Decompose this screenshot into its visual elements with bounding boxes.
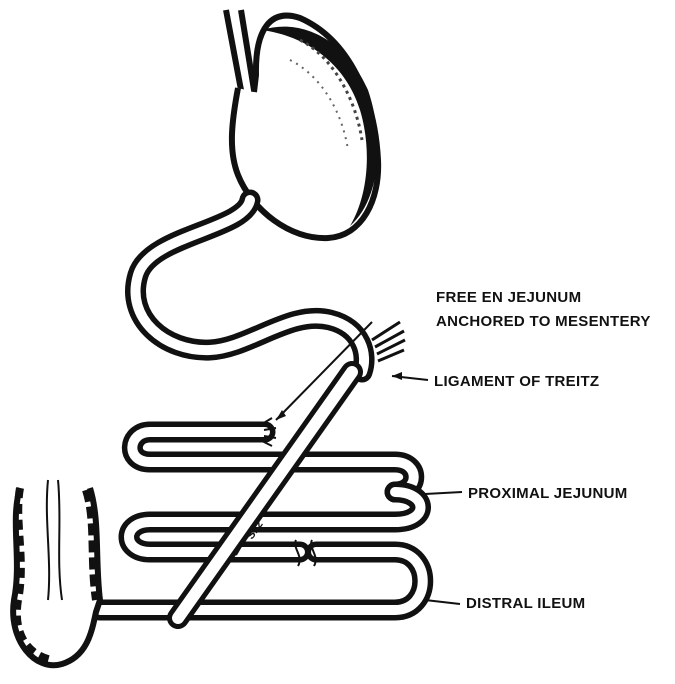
label-ligament: LIGAMENT OF TREITZ [434, 373, 599, 390]
label-free-end-line2: ANCHORED TO MESENTERY [436, 313, 651, 330]
small-intestine [100, 200, 423, 610]
intestinal-tube: S12 [178, 372, 352, 618]
label-distal-ileum: DISTRAL ILEUM [466, 595, 585, 612]
label-free-end-line1: FREE EN JEJUNUM [436, 289, 581, 306]
label-proximal-jejunum: PROXIMAL JEJUNUM [468, 485, 628, 502]
cecum [13, 480, 100, 665]
ligament-marks [372, 322, 405, 361]
esophagus [226, 10, 254, 90]
